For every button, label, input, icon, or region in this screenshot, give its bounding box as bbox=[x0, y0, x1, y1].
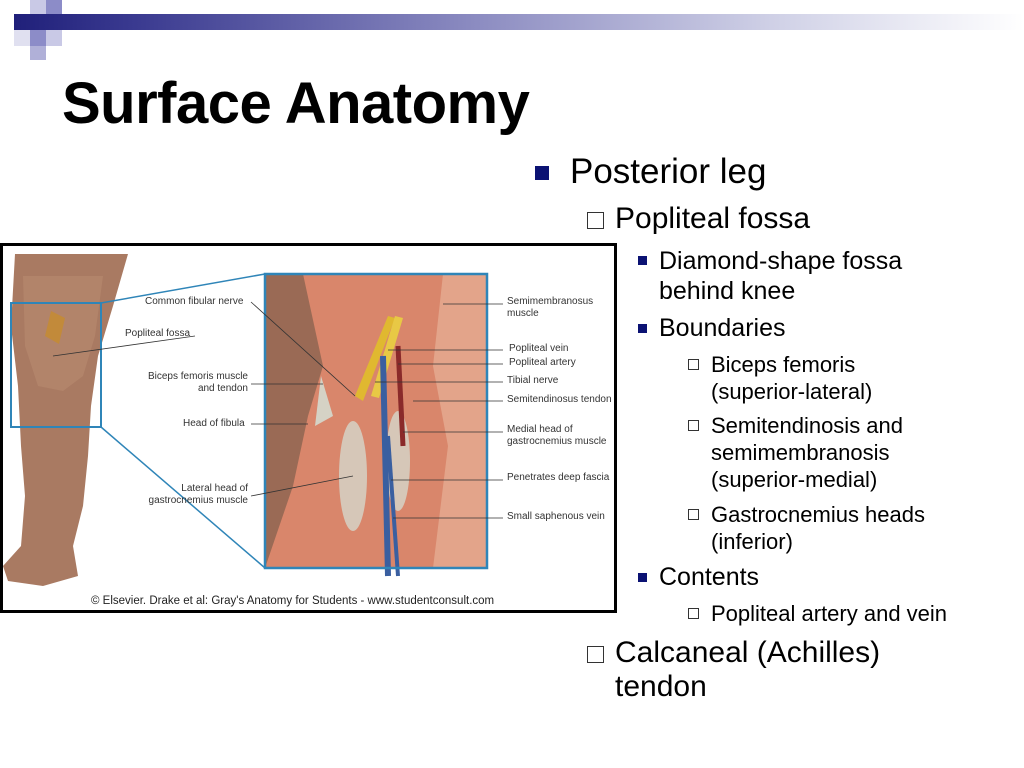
figure-label: Popliteal fossa bbox=[125, 328, 191, 339]
bullet-level3: Boundaries bbox=[659, 314, 786, 342]
bullet-hollow-square-icon bbox=[688, 420, 699, 431]
figure-label: Penetrates deep fascia bbox=[507, 472, 610, 483]
bullet-level3: Contents bbox=[659, 563, 760, 591]
bullet-level4: Semitendinosis and semimembranosis (supe… bbox=[711, 413, 904, 492]
figure-label: Head of fibula bbox=[183, 418, 245, 429]
bullet-hollow-square-icon bbox=[688, 509, 699, 520]
figure-label: Common fibular nerve bbox=[145, 296, 244, 307]
bullet-square-icon bbox=[638, 573, 647, 582]
bullet-level3: Diamond-shape fossa behind knee bbox=[659, 247, 903, 305]
figure-label: Tibial nerve bbox=[507, 375, 559, 386]
bullet-level2: Popliteal fossa bbox=[615, 202, 811, 235]
leg-illustration bbox=[3, 254, 503, 586]
figure-label: Small saphenous vein bbox=[507, 511, 605, 522]
anatomy-figure: Common fibular nerve Popliteal fossa Bic… bbox=[0, 243, 617, 613]
slide-title: Surface Anatomy bbox=[62, 71, 530, 136]
figure-label: Medial head of gastrocnemius muscle bbox=[507, 424, 607, 447]
figure-label: Popliteal vein bbox=[509, 343, 569, 354]
bullet-square-icon bbox=[638, 324, 647, 333]
bullet-level4: Biceps femoris (superior-lateral) bbox=[711, 352, 873, 404]
bullet-hollow-square-icon bbox=[688, 359, 699, 370]
bullet-square-icon bbox=[638, 256, 647, 265]
bullet-level2: Calcaneal (Achilles) tendon bbox=[615, 636, 881, 703]
bullet-square-icon bbox=[535, 166, 549, 180]
title-bar-decoration bbox=[14, 14, 1024, 30]
bullet-level4: Popliteal artery and vein bbox=[711, 601, 948, 626]
figure-label: Popliteal artery bbox=[509, 357, 576, 368]
bullet-level1: Posterior leg bbox=[570, 152, 767, 191]
bullet-level4: Gastrocnemius heads (inferior) bbox=[711, 502, 925, 554]
bullet-hollow-square-icon bbox=[587, 212, 604, 229]
bullet-hollow-square-icon bbox=[587, 646, 604, 663]
bullet-hollow-square-icon bbox=[688, 608, 699, 619]
figure-label: Biceps femoris muscle and tendon bbox=[147, 371, 248, 394]
figure-label: Lateral head of gastrocnemius muscle bbox=[148, 483, 248, 506]
figure-credit: © Elsevier. Drake et al: Gray's Anatomy … bbox=[91, 595, 495, 607]
figure-label: Semitendinosus tendon bbox=[507, 394, 612, 405]
figure-label: Semimembranosus muscle bbox=[507, 296, 594, 319]
